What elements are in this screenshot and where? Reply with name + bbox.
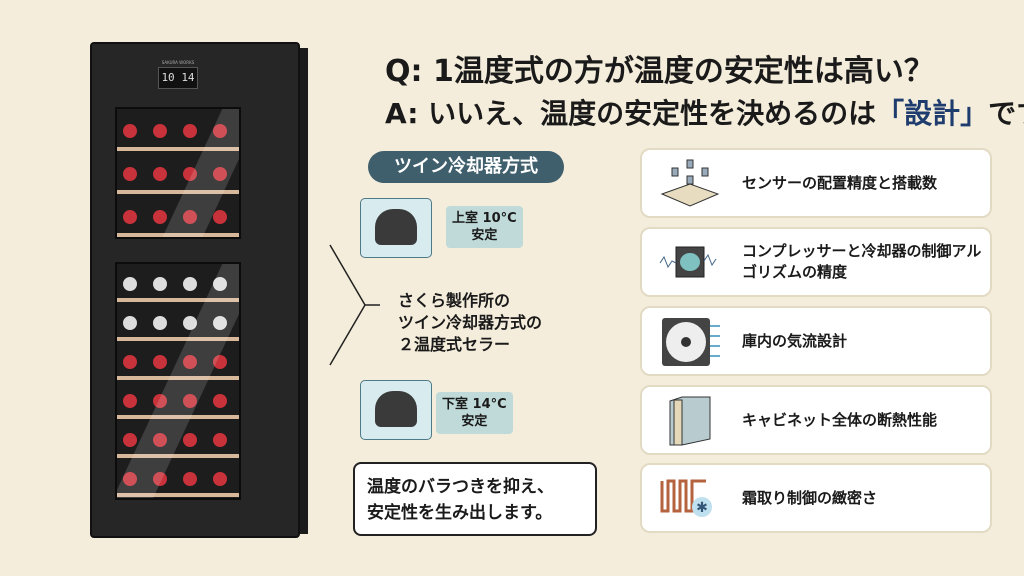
question-heading: Q: 1温度式の方が温度の安定性は高い？ [385, 54, 934, 89]
bottle-cap [213, 166, 227, 181]
factor-card: キャビネット全体の断熱性能 [640, 385, 992, 455]
bottle-cap [153, 276, 167, 291]
shelf [117, 337, 239, 341]
shelf [117, 376, 239, 380]
answer-heading: A: いいえ、温度の安定性を決めるのは「設計」です。 [385, 92, 1024, 132]
bottle-cap [123, 432, 137, 447]
upper-temp-tag: 上室 10°C 安定 [446, 206, 523, 248]
bottle-cap [183, 432, 197, 447]
upper-status: 安定 [471, 228, 498, 243]
bottle-cap [123, 166, 137, 181]
bubble-line: 安定性を生み出します。 [367, 503, 553, 523]
center-line: さくら製作所の [398, 291, 511, 310]
bottle-cap [153, 315, 167, 330]
factor-card: ✱ 霜取り制御の緻密さ [640, 463, 992, 533]
bottle-cap [213, 315, 227, 330]
lower-status: 安定 [461, 414, 488, 429]
factor-label: コンプレッサーと冷却器の制御アルゴリズムの精度 [742, 242, 982, 281]
bottle-cap [123, 393, 137, 408]
factor-label: 庫内の気流設計 [742, 331, 848, 350]
center-line: ツイン冷却器方式の [398, 313, 543, 332]
bottle-cap [183, 393, 197, 408]
bottle-cap [183, 209, 197, 224]
bottle-cap [123, 354, 137, 369]
bottle-cap [153, 432, 167, 447]
shelf [117, 454, 239, 458]
center-description: さくら製作所の ツイン冷却器方式の ２温度式セラー [398, 290, 542, 356]
display-upper: 10 [161, 71, 175, 84]
bottle-cap [213, 393, 227, 408]
speech-bubble: 温度のバラつきを抑え、 安定性を生み出します。 [353, 462, 597, 536]
fridge-brand: SAKURA WORKS [161, 60, 195, 65]
connector-lines [329, 244, 380, 366]
bottle-cap [123, 315, 137, 330]
shelf [117, 298, 239, 302]
bottle-cap [183, 354, 197, 369]
fan-icon [662, 318, 720, 366]
shelf [117, 415, 239, 419]
bottle-cap [183, 315, 197, 330]
svg-text:✱: ✱ [696, 500, 708, 516]
lower-temp: 下室 14°C [442, 397, 507, 412]
factor-label: キャビネット全体の断熱性能 [742, 410, 938, 429]
bottle-cap [213, 123, 227, 138]
bottle-cap [213, 471, 227, 486]
bottle-cap [123, 276, 137, 291]
factor-card: センサーの配置精度と搭載数 [640, 148, 992, 218]
lower-temp-tag: 下室 14°C 安定 [436, 392, 513, 434]
bottle-cap [153, 354, 167, 369]
factor-label: 霜取り制御の緻密さ [742, 488, 878, 507]
bottle-cap [213, 354, 227, 369]
upper-temp: 上室 10°C [452, 211, 517, 226]
upper-glass-door [115, 107, 241, 239]
answer-highlight: 「設計」 [876, 97, 989, 130]
bottle-cap [123, 471, 137, 486]
method-label: ツイン冷却器方式 [368, 151, 564, 183]
bottle-cap [183, 471, 197, 486]
center-line: ２温度式セラー [398, 335, 511, 354]
defrost-coil-icon: ✱ [660, 479, 712, 517]
bottle-cap [183, 123, 197, 138]
temperature-display: 10 14 [158, 67, 198, 89]
bottle-cap [213, 432, 227, 447]
display-lower: 14 [181, 71, 195, 84]
lower-compressor-icon [360, 380, 432, 440]
factor-label: センサーの配置精度と搭載数 [742, 173, 938, 192]
bottle-cap [123, 209, 137, 224]
bottle-cap [213, 276, 227, 291]
answer-suffix: です。 [988, 97, 1024, 130]
bottle-cap [183, 166, 197, 181]
insulation-panel-icon [669, 396, 711, 446]
bottle-cap [183, 276, 197, 291]
bottle-cap [153, 123, 167, 138]
bottle-cap [153, 471, 167, 486]
shelf [117, 493, 239, 497]
bottle-cap [123, 123, 137, 138]
shelf [117, 147, 239, 151]
answer-prefix: A: いいえ、温度の安定性を決めるのは [385, 97, 877, 130]
bottle-cap [213, 209, 227, 224]
sensor-board-icon [660, 159, 720, 207]
bottle-cap [153, 393, 167, 408]
bottle-cap [153, 166, 167, 181]
factor-card: 庫内の気流設計 [640, 306, 992, 376]
upper-compressor-icon [360, 198, 432, 258]
shelf [117, 233, 239, 237]
shelf [117, 190, 239, 194]
chip-brain-icon [659, 246, 717, 278]
bubble-line: 温度のバラつきを抑え、 [367, 477, 554, 497]
fridge-side [300, 48, 308, 534]
factor-card: コンプレッサーと冷却器の制御アルゴリズムの精度 [640, 227, 992, 297]
lower-glass-door [115, 262, 241, 500]
bottle-cap [153, 209, 167, 224]
